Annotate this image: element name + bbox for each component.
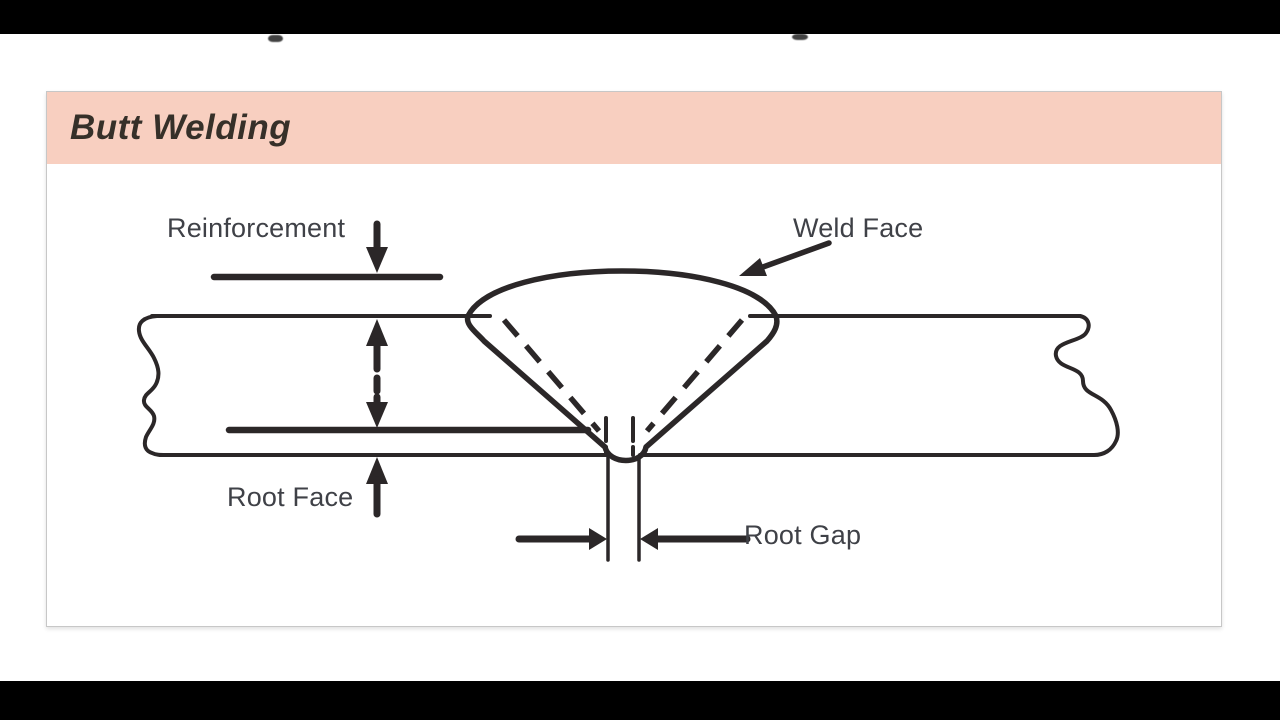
root-face-label: Root Face <box>227 482 354 512</box>
letterbox-top-bar <box>0 0 1280 34</box>
reinforcement-label: Reinforcement <box>167 213 346 243</box>
panel-header: Butt Welding <box>47 92 1221 164</box>
weld-face-label: Weld Face <box>793 213 924 243</box>
letterbox-bottom-bar <box>0 681 1280 720</box>
panel-title: Butt Welding <box>70 108 292 147</box>
cropped-text-artifact <box>268 35 283 42</box>
cropped-text-artifact <box>792 34 808 40</box>
root-gap-label: Root Gap <box>744 520 862 550</box>
butt-welding-panel: Butt Welding <box>46 91 1222 627</box>
